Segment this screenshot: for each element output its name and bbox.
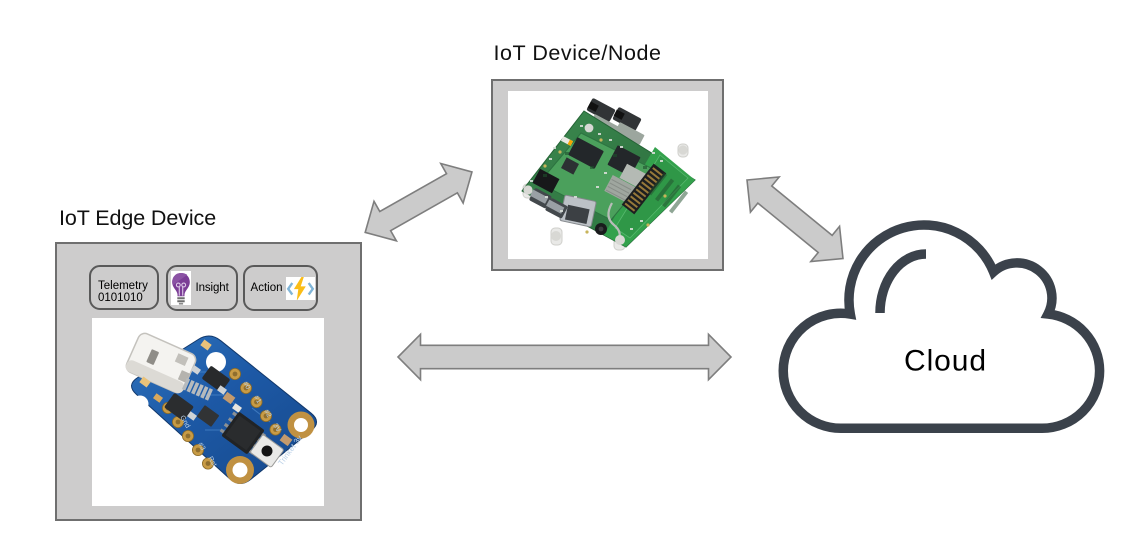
svg-text:#3: #3 [196,442,206,452]
svg-text:3V: 3V [271,423,282,434]
svg-text:#2: #2 [262,409,272,419]
svg-text:#1: #1 [252,395,262,405]
svg-text:#0: #0 [241,381,251,391]
svg-text:Rst: Rst [206,456,217,469]
svg-text:Cloud: Cloud [904,345,987,378]
